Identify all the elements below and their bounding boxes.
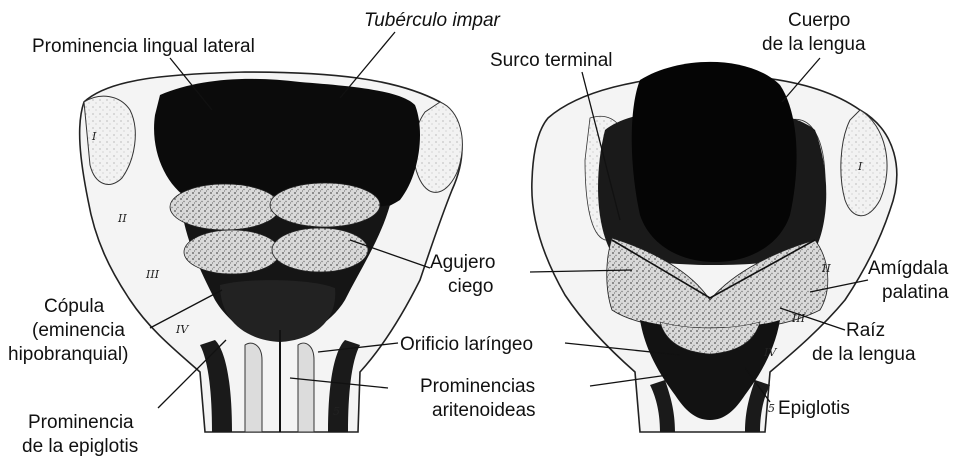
- tongue-body: [632, 62, 797, 262]
- label-prominencias-line2: aritenoideas: [432, 400, 536, 421]
- label-copula-line3: hipobranquial): [8, 344, 128, 365]
- label-tuberculo-impar: Tubérculo impar: [364, 10, 501, 31]
- arch-numeral-i-left: I: [91, 130, 97, 143]
- label-prominencias-line1: Prominencias: [420, 376, 535, 397]
- label-raiz-line2: de la lengua: [812, 344, 916, 365]
- right-embryo-figure: I II III IV 5: [532, 62, 897, 432]
- arch-numeral-i-right: I: [857, 160, 863, 173]
- arch-numeral-iii-left: III: [145, 268, 160, 281]
- label-agujero-line1: Agujero: [430, 252, 496, 273]
- left-lobe-mid-left: [184, 230, 280, 274]
- label-amigdala-line2: palatina: [882, 282, 949, 303]
- label-prom-epiglotis-line1: Prominencia: [28, 412, 134, 433]
- arch-numeral-ii-left: II: [117, 212, 127, 225]
- left-embryo-figure: I II III IV 5: [80, 72, 463, 432]
- left-lobe-upper-left: [170, 184, 280, 230]
- arch-numeral-5-left: 5: [333, 405, 340, 418]
- arytenoid-swellings-left: [245, 343, 262, 432]
- label-orificio-laringeo: Orificio laríngeo: [400, 334, 533, 355]
- label-cuerpo-line1: Cuerpo: [788, 10, 850, 31]
- arch-numeral-iv-right: IV: [763, 346, 777, 359]
- label-surco-terminal: Surco terminal: [490, 50, 613, 71]
- arch-numeral-iv-left: IV: [175, 323, 189, 336]
- left-lobe-upper-right: [270, 183, 380, 227]
- label-raiz-line1: Raíz: [846, 320, 885, 341]
- label-epiglotis: Epiglotis: [778, 398, 850, 419]
- label-prominencia-lingual-lateral: Prominencia lingual lateral: [32, 36, 255, 57]
- arch-numeral-ii-right: II: [821, 262, 831, 275]
- label-cuerpo-line2: de la lengua: [762, 34, 866, 55]
- label-agujero-line2: ciego: [448, 276, 493, 297]
- label-prom-epiglotis-line2: de la epiglotis: [22, 436, 138, 457]
- left-lobe-mid-right: [272, 228, 368, 272]
- label-copula-line2: (eminencia: [32, 320, 125, 341]
- label-amigdala-line1: Amígdala: [868, 258, 949, 279]
- label-copula-line1: Cópula: [44, 296, 105, 317]
- arytenoid-swellings-right: [298, 343, 314, 432]
- arch-numeral-5-right: 5: [768, 402, 775, 415]
